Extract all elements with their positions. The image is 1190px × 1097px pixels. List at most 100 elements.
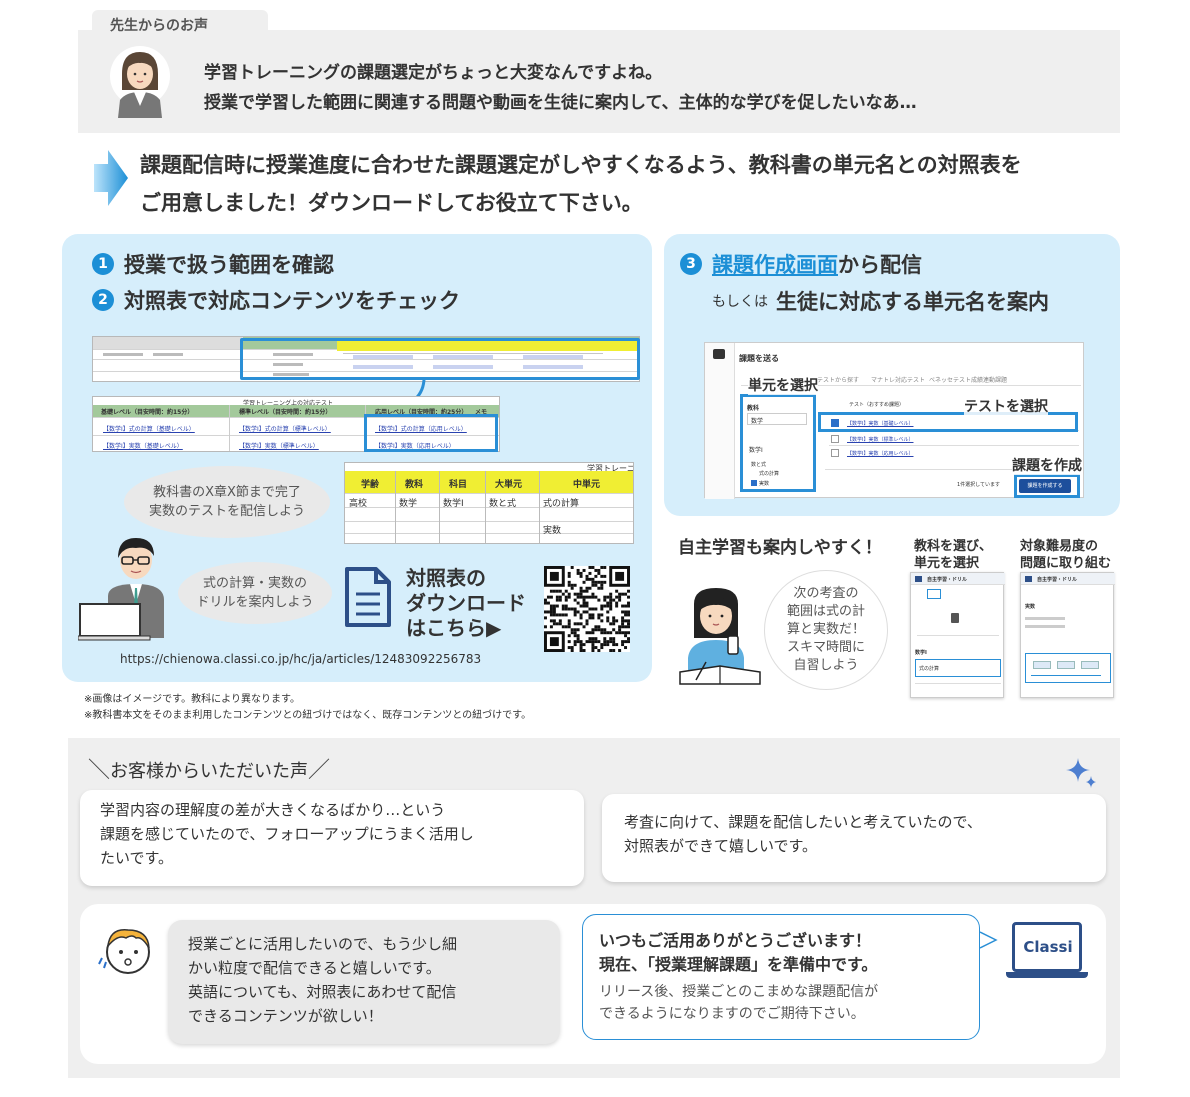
highlight-box-1: [240, 338, 640, 380]
note-2: ※教科書本文をそのまま利用したコンテンツとの紐づけではなく、既存コンテンツとの紐…: [84, 710, 532, 721]
classi-laptop-icon: Classi: [1006, 922, 1088, 982]
card1-line2: 課題を感じていたので、フォローアップにうまく活用し: [100, 825, 474, 843]
card3-line2: かい粒度で配信できると嬉しいです。: [188, 959, 441, 977]
arrow-right-icon: [94, 150, 128, 210]
card3-line1: 授業ごとに活用したいので、もう少し細: [188, 935, 457, 953]
bubble3-line1: 次の考査の: [793, 586, 859, 601]
ss-unit-3[interactable]: 実数: [759, 481, 770, 487]
reply-bold-line1: いつもご活用ありがとうございます！: [599, 931, 872, 950]
sheet3-header-1: 学齢: [361, 480, 380, 490]
step3-heading: 3 課題作成画面 から配信: [680, 249, 922, 279]
main-message: 課題配信時に授業進度に合わせた課題選定がしやすくなるよう、教科書の単元名との対照…: [140, 146, 1022, 222]
sheet3-cell-4: 数と式: [489, 499, 517, 509]
sheet3-header-3: 科目: [449, 480, 468, 490]
bubble3-line5: 自習しよう: [793, 658, 859, 673]
ss-test-3[interactable]: 【数学Ⅰ】実数（応用レベル）: [847, 451, 914, 457]
sheet2-cell-2-1: 【数学Ⅰ】実数（基礎レベル）: [103, 443, 183, 450]
phone2-title: 自主学習・ドリル: [1037, 577, 1078, 583]
student-phone-icon: [676, 586, 766, 690]
download-link[interactable]: 対照表の ダウンロード はこちら▶: [406, 566, 526, 641]
sheet3-header-5: 中単元: [573, 480, 601, 490]
phone1-subject: 数学Ⅰ: [915, 650, 927, 656]
reply-line2: できるようになりますのでご期待下さい。: [599, 1006, 865, 1022]
caption-1: 教科を選び、 単元を選択: [914, 538, 992, 572]
ss-subject[interactable]: 数学: [751, 418, 764, 425]
step3-sub-text: 生徒に対応する単元名を案内: [776, 290, 1049, 314]
reply-bold-line2: 現在、「授業理解課題」を準備中です。: [599, 955, 878, 974]
sheet2-cell-2-2: 【数学Ⅰ】実数（標準レベル）: [239, 443, 319, 450]
create-highlight: [1014, 474, 1080, 498]
ss-create-button[interactable]: 課題を作成する: [1019, 479, 1071, 493]
sheet3-title: 学習トレーニ: [587, 464, 634, 473]
bubble3-line4: スキマ時間に: [786, 640, 865, 655]
bubble1-line1: 教科書のX章X節まで完了: [153, 485, 301, 500]
unit-sheet-image: 学習トレーニ 学齢 教科 科目 大単元 中単元 高校 数学 数学Ⅰ 数と式 式の…: [344, 462, 634, 544]
reply-line1: リリース後、授業ごとのこまめな課題配信が: [599, 984, 879, 1000]
label-select-unit: 単元を選択: [748, 375, 818, 395]
reply-tail-icon: [979, 930, 998, 954]
download-url[interactable]: https://chienowa.classi.co.jp/hc/ja/arti…: [120, 652, 482, 666]
label-create-task: 課題を作成: [1012, 455, 1082, 475]
sheet3-header-2: 教科: [405, 480, 424, 490]
phone1-unit[interactable]: 式の計算: [919, 666, 940, 672]
qr-code-icon[interactable]: [544, 566, 630, 652]
customer-card-3: 授業ごとに活用したいので、もう少し細 かい粒度で配信できると嬉しいです。 英語に…: [168, 920, 560, 1044]
step3-sub-heading: もしくは 生徒に対応する単元名を案内: [712, 286, 1049, 316]
textbook-sheet-image: [92, 336, 640, 382]
sheet3-header-4: 大単元: [495, 480, 523, 490]
bubble2-line2: ドリルを案内しよう: [196, 595, 314, 610]
male-teacher-laptop-icon: [77, 524, 178, 648]
sparkle-icon: [1064, 756, 1098, 794]
main-message-line2: ご用意しました！ダウンロードしてお役立て下さい。: [140, 191, 643, 215]
sheet2-header-1: 基礎レベル（目安時間：約15分）: [101, 409, 194, 416]
caption2-line1: 対象難易度の: [1020, 539, 1099, 554]
ss-course: 数学Ⅰ: [749, 447, 763, 454]
teacher-bubble-1: 教科書のX章X節まで完了 実数のテストを配信しよう: [124, 466, 330, 538]
ss-unit-1: 数と式: [751, 462, 767, 468]
ss-tab-3[interactable]: ベネッセテスト成績連動課題: [929, 377, 1008, 384]
caption1-line2: 単元を選択: [914, 556, 980, 571]
reply-card: いつもご活用ありがとうございます！ 現在、「授業理解課題」を準備中です。 リリー…: [582, 914, 980, 1040]
teacher-voice-line2: 授業で学習した範囲に関連する問題や動画を生徒に案内して、主体的な学びを促したいな…: [204, 93, 917, 113]
sheet3-cell-6: 実数: [543, 526, 562, 536]
bubble1-line2: 実数のテストを配信しよう: [148, 504, 305, 519]
sheet2-header-3: 応用レベル（目安時間：約25分）: [375, 409, 468, 416]
step2-number: 2: [92, 289, 114, 311]
customer-voice-title: ＼お客様からいただいた声／: [88, 758, 331, 783]
phone1-title: 自主学習・ドリル: [927, 577, 968, 583]
card3-line4: できるコンテンツが欲しい！: [188, 1007, 383, 1025]
customer-card-2: 考査に向けて、課題を配信したいと考えていたので、 対照表ができて嬉しいです。: [602, 794, 1106, 882]
step2-heading: 2 対照表で対応コンテンツをチェック: [92, 285, 460, 315]
card1-line3: たいです。: [100, 849, 174, 867]
bubble3-line3: 算と実数だ！: [786, 622, 865, 637]
caption-2: 対象難易度の 問題に取り組む: [1020, 538, 1111, 572]
caption2-line2: 問題に取り組む: [1020, 556, 1112, 571]
bubble3-line2: 範囲は式の計: [786, 604, 865, 619]
ss-unit-2[interactable]: 式の計算: [759, 471, 780, 477]
ss-tab-1[interactable]: テストから探す: [817, 377, 860, 384]
label-select-test: テストを選択: [964, 396, 1048, 416]
sheet2-header-4: メモ: [475, 409, 488, 416]
sheet3-cell-5: 式の計算: [543, 499, 580, 509]
task-creation-link[interactable]: 課題作成画面: [712, 253, 838, 277]
ss-test-1[interactable]: 【数学Ⅰ】実数（基礎レベル）: [847, 421, 914, 427]
step3-number: 3: [680, 253, 702, 275]
teacher-bubble-2: 式の計算・実数の ドリルを案内しよう: [178, 562, 332, 624]
customer-face-icon: [98, 924, 154, 980]
phone2-subject: 実数: [1025, 604, 1036, 610]
step3-rest: から配信: [838, 253, 922, 277]
step1-text: 授業で扱う範囲を確認: [124, 253, 334, 277]
self-study-heading: 自主学習も案内しやすく！: [678, 538, 882, 558]
test-highlight: [818, 412, 1078, 432]
note-1: ※画像はイメージです。教科により異なります。: [84, 694, 300, 705]
teacher-voice-line1: 学習トレーニングの課題選定がちょっと大変なんですよね。: [204, 63, 663, 83]
step2-text: 対照表で対応コンテンツをチェック: [124, 289, 460, 313]
sheet2-cell-1-2: 【数学Ⅰ】式の計算（標準レベル）: [239, 426, 331, 433]
card3-line3: 英語についても、対照表にあわせて配信: [188, 983, 457, 1001]
ss-tab-2[interactable]: マナトレ対応テスト: [871, 377, 926, 384]
phone-screen-2: 自主学習・ドリル 実数: [1020, 572, 1115, 698]
ss-test-2[interactable]: 【数学Ⅰ】実数（標準レベル）: [847, 437, 914, 443]
teacher-avatar-icon: [108, 44, 172, 118]
phone-screen-1: 自主学習・ドリル 数学Ⅰ 式の計算: [910, 572, 1005, 698]
unit-highlight: [740, 394, 816, 492]
